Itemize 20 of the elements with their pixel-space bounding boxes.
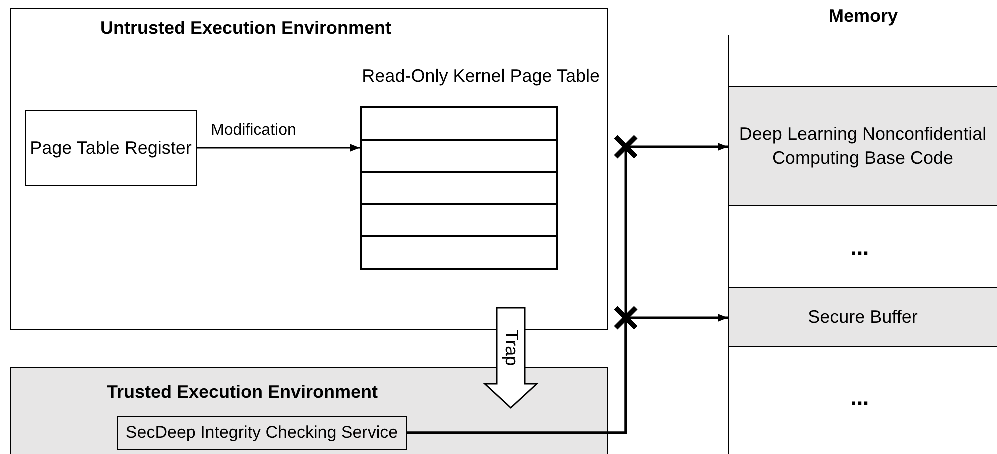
box-label: Page Table Register [29,137,193,160]
box-label: SecDeep Integrity Checking Service [124,422,400,444]
environment-panel [10,8,608,330]
box-label: Deep Learning Nonconfidential Computing Base Code [738,123,988,170]
panel-title: Trusted Execution Environment [107,381,378,404]
table-title: Read-Only Kernel Page Table [362,65,600,88]
box-label: Secure Buffer [807,306,919,329]
panel-title: Untrusted Execution Environment [99,17,393,40]
ellipsis: ... [820,231,900,265]
process-box [25,110,197,186]
column-title: Memory [828,5,900,28]
arrow [407,314,728,434]
ellipsis: ... [820,381,900,415]
environment-panel [10,367,608,454]
service-box [117,416,407,450]
arrow [197,144,360,152]
block-arrow [483,307,539,410]
memory-region-box [728,287,997,347]
memory-region-box [728,86,997,206]
edge-label: Trap [501,328,523,368]
